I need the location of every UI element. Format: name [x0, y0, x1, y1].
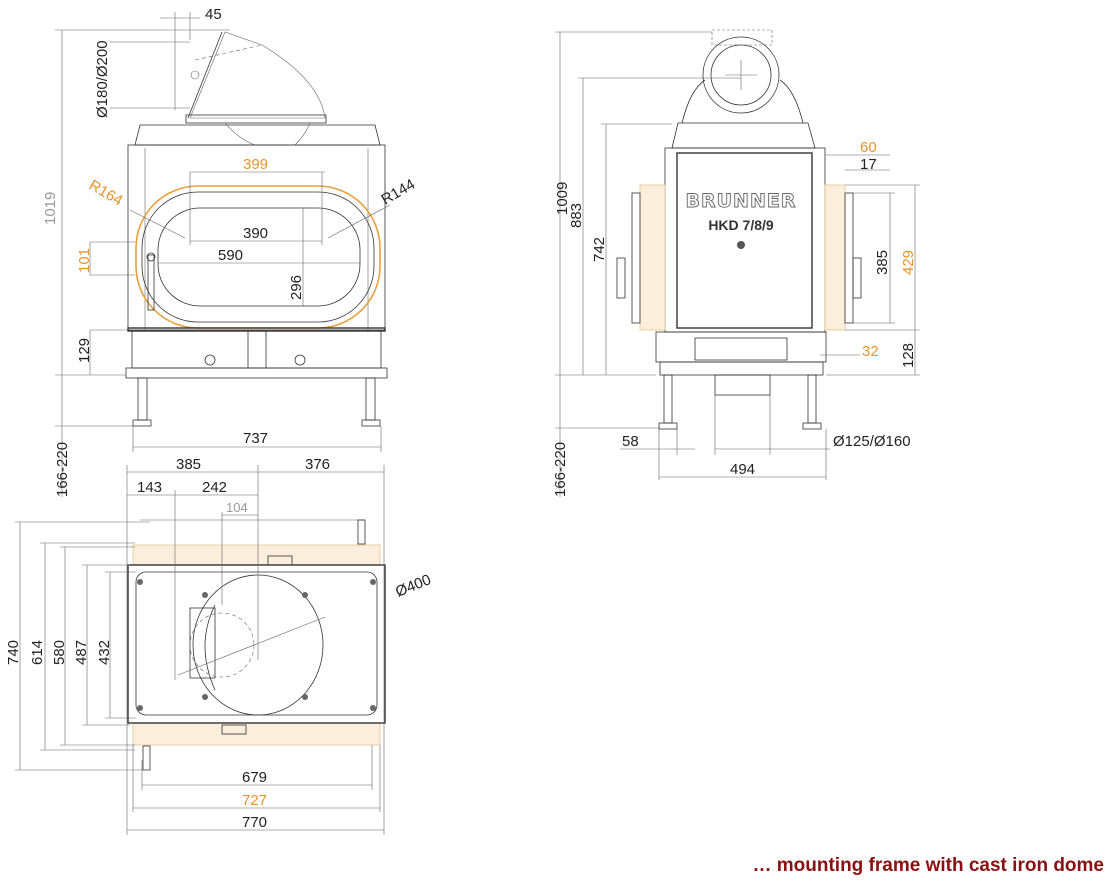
front-dimensions: 1019 166-220 45 Ø180/Ø200 399 390 590 29… — [42, 6, 418, 497]
dim-740: 740 — [5, 640, 22, 665]
dim-494: 494 — [730, 461, 755, 478]
body-frame — [127, 144, 386, 331]
dim-dome-diameter: Ø400 — [393, 571, 433, 601]
dim-590: 590 — [218, 247, 243, 264]
dim-166-220-side: 166-220 — [552, 442, 569, 497]
dim-614: 614 — [29, 640, 46, 665]
air-inlet — [714, 374, 771, 396]
handle-left — [616, 257, 626, 299]
frame-top — [132, 544, 381, 566]
dim-883: 883 — [568, 203, 585, 228]
dim-r144: R144 — [379, 176, 419, 209]
dim-432: 432 — [96, 640, 113, 665]
dim-166-220: 166-220 — [54, 442, 71, 497]
base — [131, 330, 382, 369]
side-view: BRUNNER HKD 7/8/9 1009 883 742 166-220 6… — [552, 29, 920, 497]
dim-727: 727 — [242, 792, 267, 809]
dim-385: 385 — [874, 250, 891, 275]
dim-399: 399 — [243, 156, 268, 173]
front-view: 1019 166-220 45 Ø180/Ø200 399 390 590 29… — [42, 6, 418, 497]
door-outline — [135, 185, 381, 329]
frame-panel-right — [824, 184, 846, 331]
dim-17: 17 — [860, 156, 877, 173]
dim-101: 101 — [76, 248, 93, 273]
top-view: 385 376 143 242 104 Ø400 740 614 580 487… — [5, 456, 434, 835]
dim-45: 45 — [205, 6, 222, 23]
leg — [365, 377, 376, 421]
dim-742: 742 — [591, 237, 608, 262]
frame-bottom — [132, 722, 381, 746]
dim-60: 60 — [860, 139, 877, 156]
top-dimensions: 385 376 143 242 104 Ø400 740 614 580 487… — [5, 456, 434, 835]
glass — [157, 207, 361, 307]
dim-390: 390 — [243, 225, 268, 242]
handle-right — [852, 257, 862, 299]
top-cover — [134, 124, 381, 146]
dim-242: 242 — [202, 479, 227, 496]
dim-air-inlet: Ø125/Ø160 — [833, 433, 911, 450]
dim-679: 679 — [242, 769, 267, 786]
side-body — [664, 147, 826, 333]
dim-128: 128 — [900, 343, 917, 368]
dim-1019: 1019 — [42, 192, 59, 225]
cast-iron-dome — [681, 79, 804, 124]
dim-580: 580 — [51, 640, 68, 665]
dim-429: 429 — [900, 250, 917, 275]
dim-flue-diameter: Ø180/Ø200 — [94, 40, 111, 118]
model-label: HKD 7/8/9 — [708, 217, 774, 233]
keyhole-icon — [737, 241, 745, 249]
handle — [147, 254, 155, 311]
flue-elbow — [185, 31, 327, 124]
plinth — [125, 367, 388, 379]
dim-385-top: 385 — [176, 456, 201, 473]
dim-32: 32 — [862, 343, 879, 360]
dim-770: 770 — [242, 814, 267, 831]
brand-logo: BRUNNER — [686, 190, 797, 212]
leg — [137, 377, 148, 421]
dim-129: 129 — [76, 338, 93, 363]
dim-376: 376 — [305, 456, 330, 473]
flue-collar — [702, 36, 780, 114]
dim-143: 143 — [137, 479, 162, 496]
dim-r164: R164 — [86, 177, 126, 210]
dim-296: 296 — [288, 275, 305, 300]
side-dimensions: 1009 883 742 166-220 60 17 385 429 32 12… — [552, 31, 920, 497]
side-base — [655, 331, 827, 363]
dim-1009: 1009 — [554, 182, 571, 215]
dim-487: 487 — [73, 640, 90, 665]
top-body — [127, 564, 386, 724]
front-panel — [676, 152, 813, 329]
frame-panel-left — [639, 184, 666, 331]
caption: … mounting frame with cast iron dome — [752, 855, 1104, 876]
dim-737: 737 — [243, 430, 268, 447]
dim-58: 58 — [622, 433, 639, 450]
dim-104: 104 — [226, 500, 248, 515]
